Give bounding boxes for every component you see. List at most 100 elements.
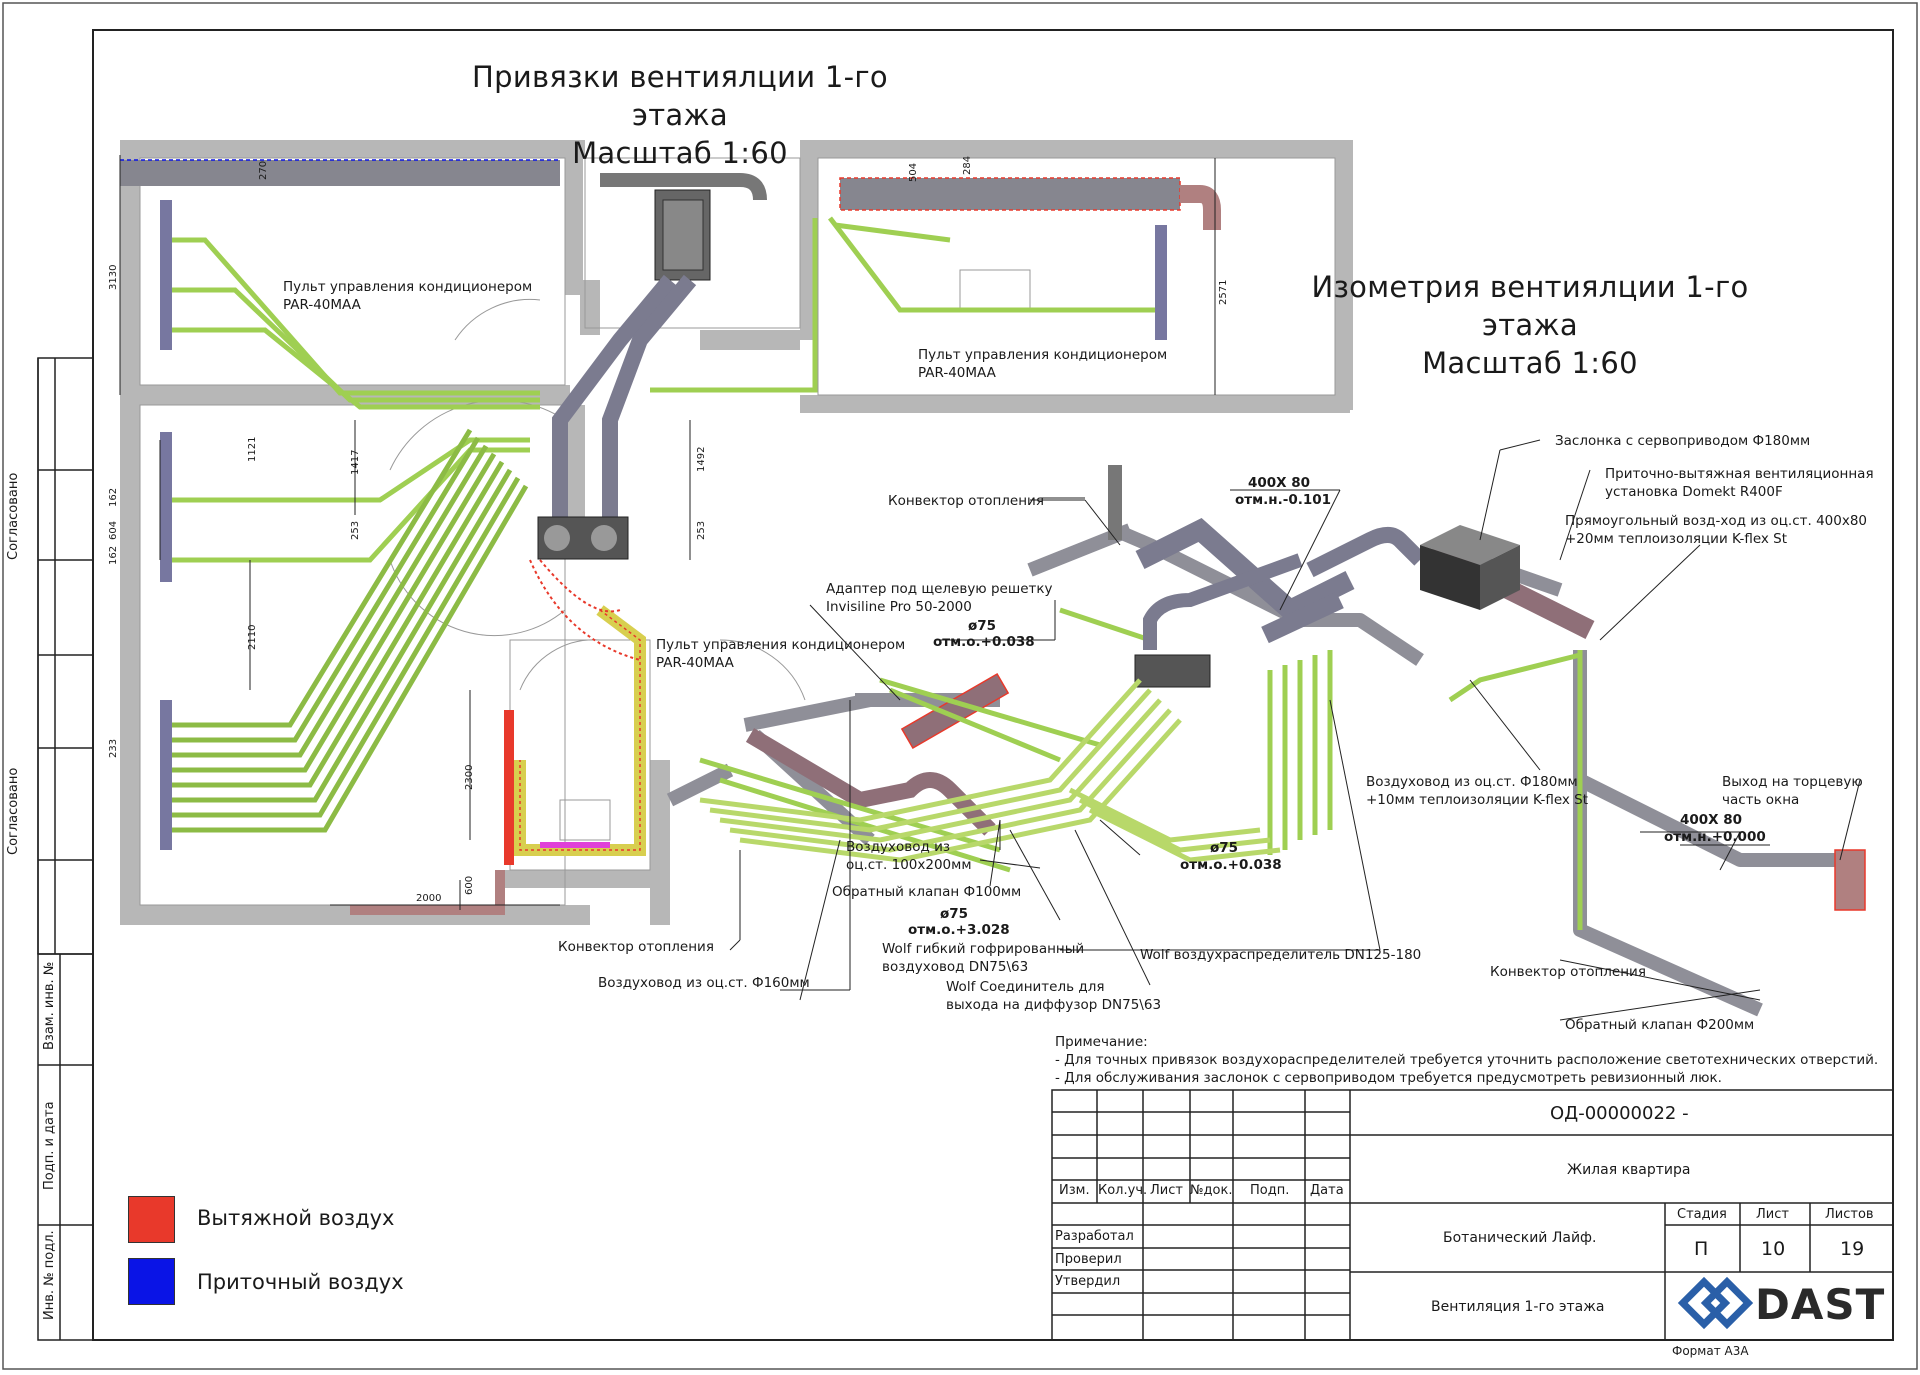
tb-razrabotal: Разработал — [1055, 1229, 1134, 1244]
dim-162b: 162 — [108, 545, 119, 565]
plan-title: Привязки вентиялции 1-го этажа Масштаб 1… — [420, 58, 940, 172]
legend-exhaust-swatch — [128, 1196, 175, 1243]
notes: Примечание: - Для точных привязок воздух… — [1055, 1033, 1878, 1087]
iso-duct400-2: 400X 80 — [1680, 812, 1743, 828]
iso-wolf-conn-label: Wolf Соединитель для выхода на диффузор … — [946, 978, 1161, 1014]
dim-1492: 1492 — [696, 446, 707, 472]
iso-unit-line2: установка Domekt R400F — [1605, 484, 1783, 500]
stamp-agreed-1: Согласовано — [6, 472, 21, 560]
iso-rect-duct-line2: +20мм теплоизоляции K-flex St — [1565, 531, 1788, 547]
iso-duct100-line1: Воздуховод из — [846, 839, 951, 855]
remote-label-3-line1: Пульт управления кондиционером — [656, 637, 906, 653]
tb-project: Ботанический Лайф. — [1443, 1230, 1597, 1246]
tb-stage-value: П — [1694, 1238, 1709, 1260]
iso-title: Изометрия вентиялции 1-го этажа Масштаб … — [1270, 268, 1790, 382]
dim-253a: 253 — [350, 520, 361, 540]
tb-utverdil: Утвердил — [1055, 1274, 1121, 1289]
dast-logo-text: DAST — [1755, 1280, 1886, 1329]
dim-162a: 162 — [108, 487, 119, 507]
floor-plan — [119, 140, 1353, 925]
plan-title-line2: Масштаб 1:60 — [572, 136, 788, 170]
iso-rect-duct-label: Прямоугольный возд-ход из оц.ст. 400x80 … — [1565, 512, 1867, 548]
stamp-inv-replace: Взам. инв. № — [42, 961, 57, 1050]
title-block-grid — [1051, 1089, 1894, 1341]
dim-504: 504 — [908, 162, 919, 182]
iso-adapter-line2: Invisiline Pro 50-2000 — [826, 599, 972, 615]
plan-duct160-label: Воздуховод из оц.ст. Ф160мм — [598, 975, 810, 991]
iso-wolf-flex-label: Wolf гибкий гофрированный воздуховод DN7… — [882, 940, 1084, 976]
iso-elev400-1: отм.н.-0.101 — [1235, 492, 1332, 508]
tb-sheet-title: Вентиляция 1-го этажа — [1431, 1299, 1605, 1315]
dim-604: 604 — [108, 520, 119, 540]
iso-duct100-line2: оц.ст. 100x200мм — [846, 857, 972, 873]
iso-title-line1: Изометрия вентиялции 1-го этажа — [1311, 270, 1749, 342]
dim-2110: 2110 — [247, 624, 258, 650]
iso-d75-3: ø75 — [1210, 840, 1239, 856]
iso-unit-line1: Приточно-вытяжная вентиляционная — [1605, 466, 1874, 482]
iso-duct180-line2: +10мм теплоизоляции K-flex St — [1366, 792, 1589, 808]
iso-window-line2: часть окна — [1722, 792, 1800, 808]
iso-check200-label: Обратный клапан Ф200мм — [1565, 1017, 1755, 1033]
iso-wolf-conn-line1: Wolf Соединитель для — [946, 979, 1105, 995]
side-stamp-grid — [37, 357, 94, 1341]
legend-supply-swatch — [128, 1258, 175, 1305]
tb-sheet-header: Лист — [1756, 1207, 1789, 1222]
remote-label-3: Пульт управления кондиционером PAR-40MAA — [656, 636, 905, 672]
tb-proveril: Проверил — [1055, 1252, 1122, 1267]
tb-col-izm: Изм. — [1059, 1183, 1090, 1198]
tb-sheets-value: 19 — [1840, 1238, 1865, 1260]
tb-col-podp: Подп. — [1250, 1183, 1290, 1198]
iso-d75-1: ø75 — [968, 618, 997, 634]
plan-convector-label: Конвектор отопления — [558, 939, 714, 955]
tb-sheets-header: Листов — [1825, 1207, 1874, 1222]
tb-col-ndoc: №док. — [1190, 1183, 1233, 1198]
stamp-sign-date: Подп. и дата — [42, 1101, 57, 1190]
dim-1417: 1417 — [350, 449, 361, 475]
iso-unit-label: Приточно-вытяжная вентиляционная установ… — [1605, 465, 1874, 501]
tb-sheet-value: 10 — [1761, 1238, 1786, 1260]
iso-wolf-conn-line2: выхода на диффузор DN75\63 — [946, 997, 1162, 1013]
notes-header: Примечание: — [1055, 1034, 1148, 1050]
legend-supply-label: Приточный воздух — [197, 1270, 404, 1294]
iso-window-label: Выход на торцевую часть окна — [1722, 773, 1863, 809]
tb-format: Формат А3А — [1672, 1344, 1749, 1358]
remote-label-2-line2: PAR-40MAA — [918, 365, 996, 381]
tb-doc-code: ОД-00000022 - — [1550, 1103, 1689, 1124]
iso-duct400-1: 400X 80 — [1248, 475, 1311, 491]
iso-elev-2: отм.о.+3.028 — [908, 922, 1010, 938]
remote-label-2-line1: Пульт управления кондиционером — [918, 347, 1168, 363]
legend-exhaust-label: Вытяжной воздух — [197, 1206, 395, 1230]
stamp-agreed-2: Согласовано — [6, 767, 21, 855]
iso-wolf-dist-label: Wolf воздухраспределитель DN125-180 — [1140, 947, 1422, 963]
tb-col-data: Дата — [1310, 1183, 1344, 1198]
iso-wolf-flex-line2: воздуховод DN75\63 — [882, 959, 1029, 975]
dim-253b: 253 — [696, 520, 707, 540]
iso-d75-2: ø75 — [940, 906, 969, 922]
dast-logo-mark — [1677, 1276, 1754, 1330]
iso-wolf-flex-line1: Wolf гибкий гофрированный — [882, 941, 1085, 957]
iso-damper-label: Заслонка с сервоприводом Ф180мм — [1555, 433, 1811, 449]
iso-title-line2: Масштаб 1:60 — [1422, 346, 1638, 380]
note-1: - Для точных привязок воздухораспределит… — [1055, 1052, 1879, 1068]
dim-2000: 2000 — [416, 893, 442, 904]
stamp-inv-orig: Инв. № подл. — [42, 1230, 57, 1320]
remote-label-1: Пульт управления кондиционером PAR-40MAA — [283, 278, 532, 314]
dim-600: 600 — [464, 875, 475, 895]
iso-adapter-label: Адаптер под щелевую решетку Invisiline P… — [826, 580, 1053, 616]
iso-convector-top: Конвектор отопления — [888, 493, 1044, 509]
iso-convector-right: Конвектор отопления — [1490, 964, 1646, 980]
iso-check100-label: Обратный клапан Ф100мм — [832, 884, 1022, 900]
dim-270: 270 — [258, 160, 269, 180]
dim-284: 284 — [962, 155, 973, 175]
dim-3130: 3130 — [108, 264, 119, 290]
iso-duct180-label: Воздуховод из оц.ст. Ф180мм +10мм теплои… — [1366, 773, 1588, 809]
remote-label-1-line1: Пульт управления кондиционером — [283, 279, 533, 295]
iso-elev400-2: отм.н.+0.000 — [1664, 829, 1766, 845]
iso-elev-1: отм.о.+0.038 — [933, 634, 1035, 650]
tb-stage-header: Стадия — [1677, 1207, 1727, 1222]
remote-label-1-line2: PAR-40MAA — [283, 297, 361, 313]
isometric-view — [666, 439, 1866, 1021]
note-2: - Для обслуживания заслонок с сервоприво… — [1055, 1070, 1722, 1086]
